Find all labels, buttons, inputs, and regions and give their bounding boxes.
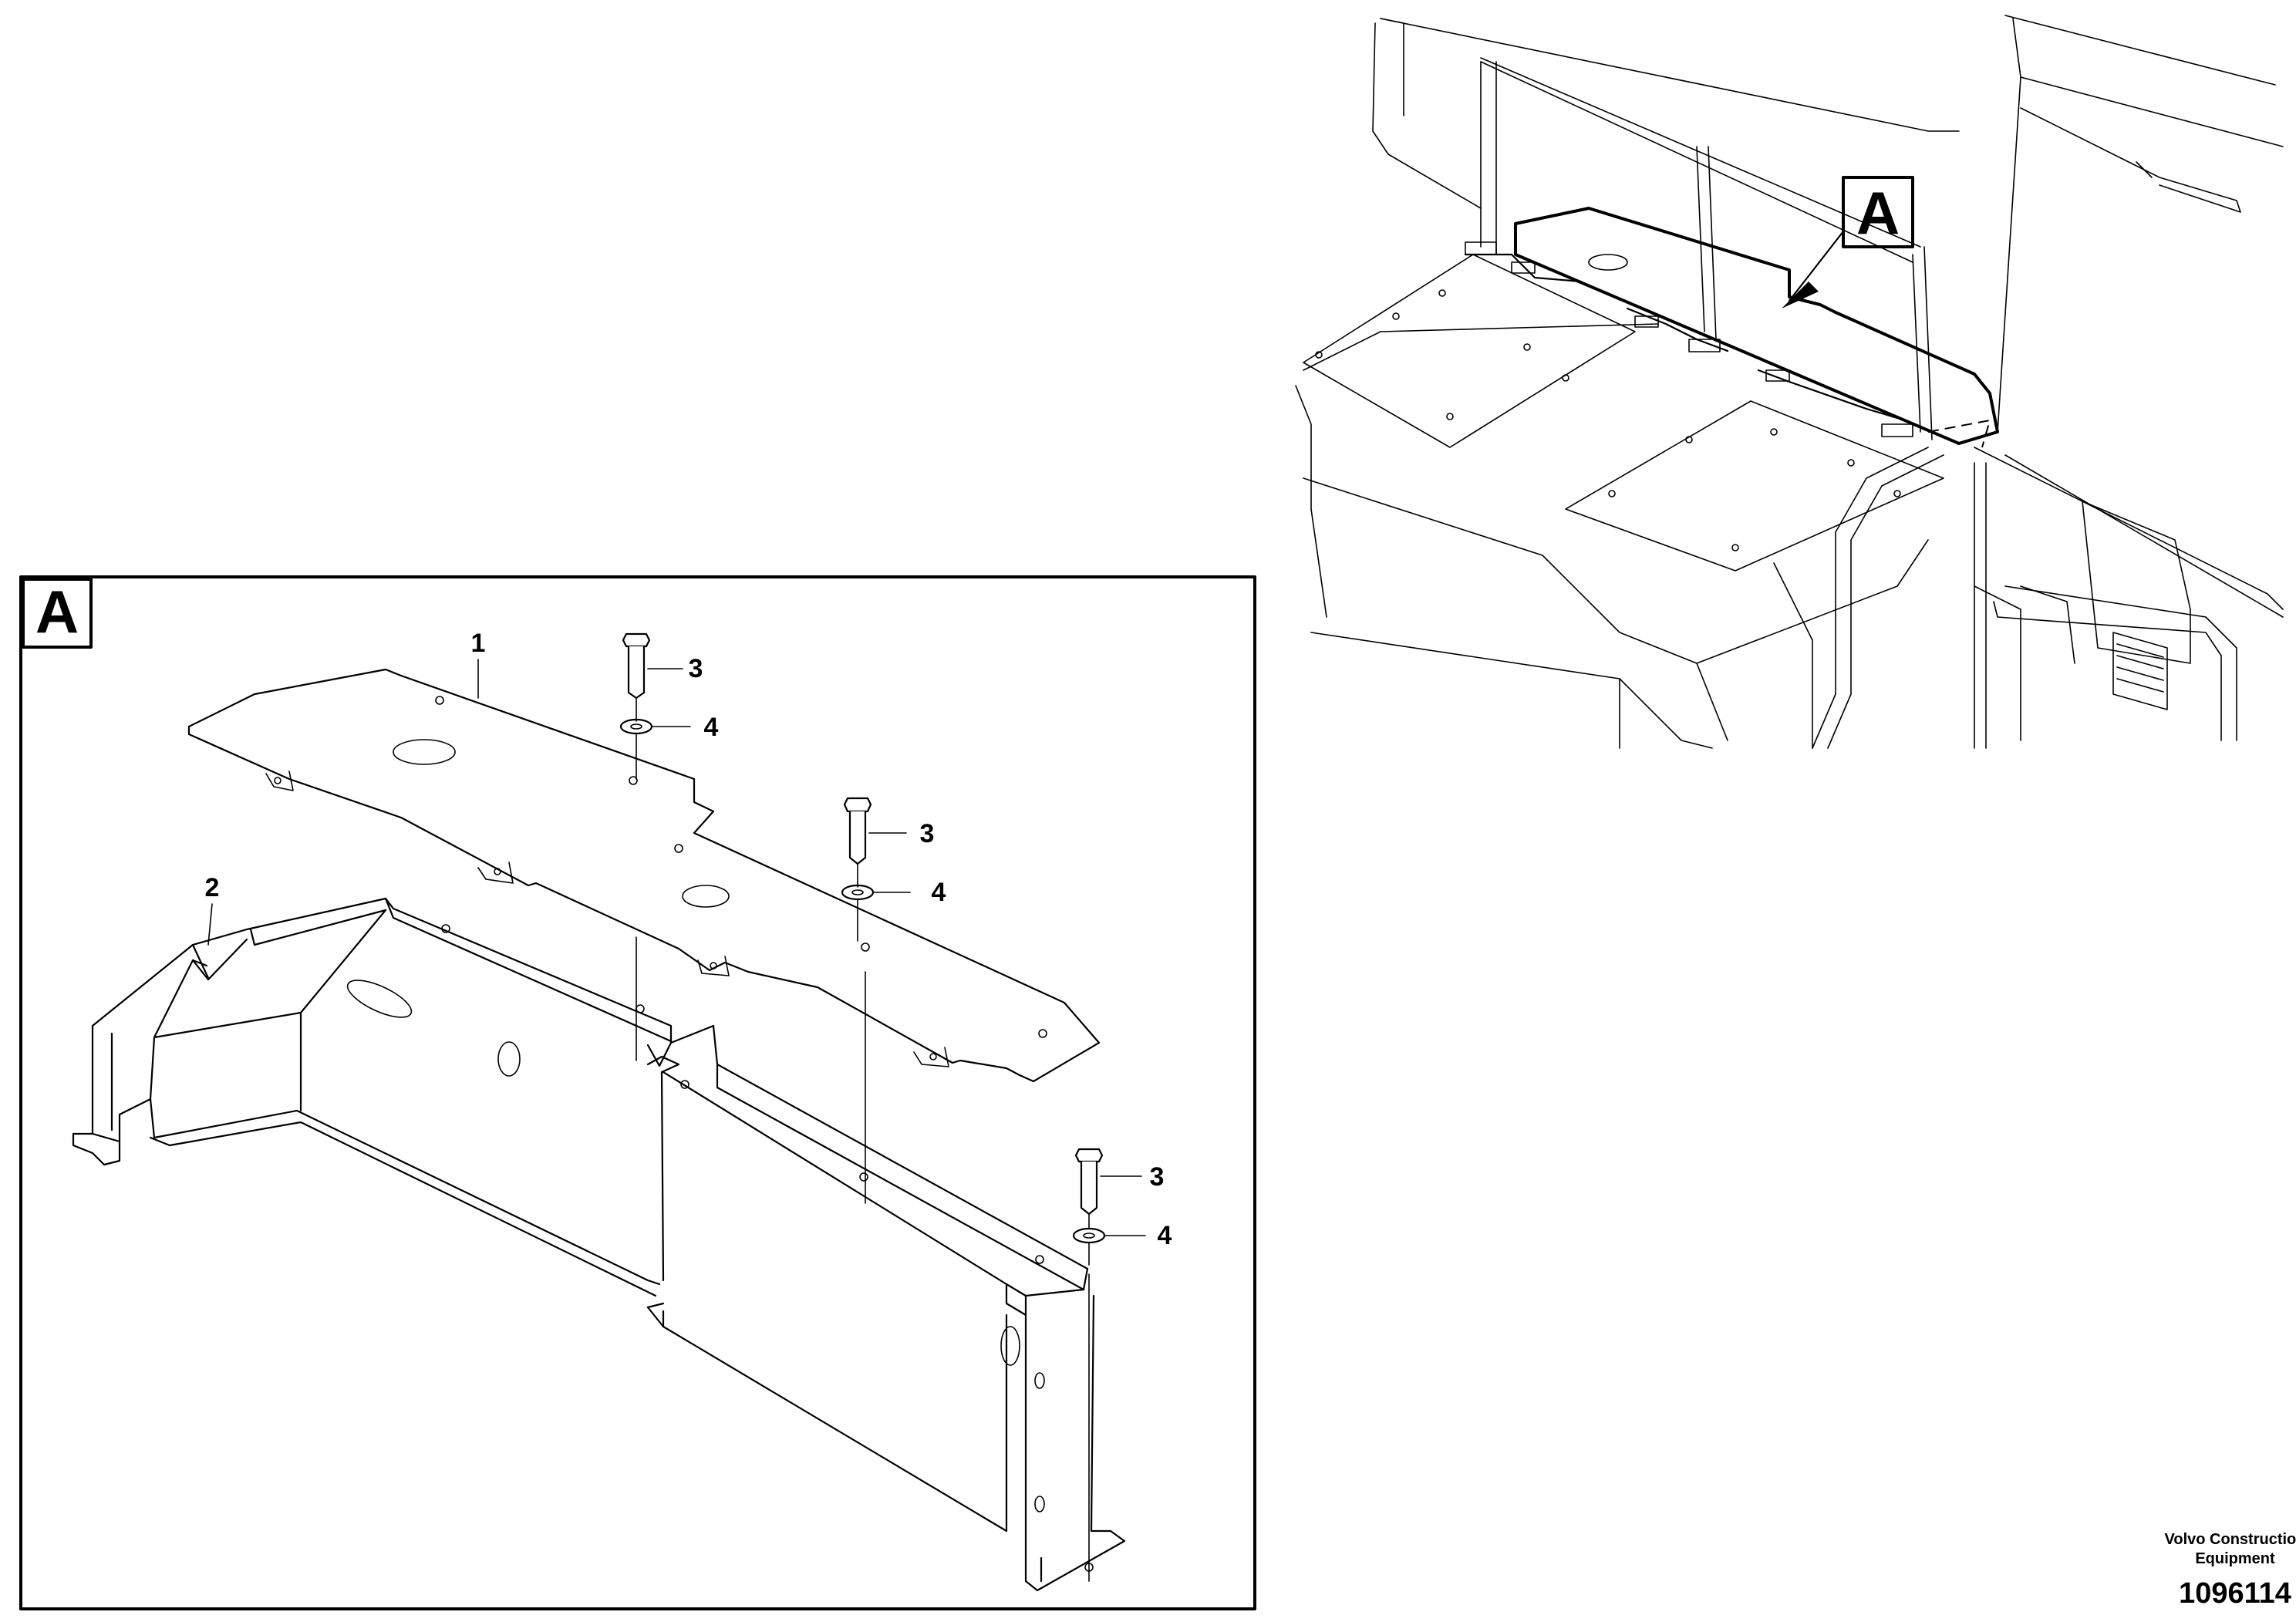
callout-4c: 4 xyxy=(1158,1221,1172,1250)
part-1-cover-plate xyxy=(187,668,1101,1083)
overview-machine-view: A xyxy=(1295,15,2284,749)
access-panel-right xyxy=(1565,400,1944,572)
detail-label-box xyxy=(22,578,93,649)
callout-3a: 3 xyxy=(689,654,703,683)
wiper xyxy=(2020,107,2241,213)
grille xyxy=(2112,632,2168,710)
bolt-3c xyxy=(1074,1148,1104,1216)
brand-line-2: Equipment xyxy=(2195,1550,2275,1567)
callout-4b: 4 xyxy=(932,878,946,907)
footer: Volvo Construction Equipment 1096114 xyxy=(2165,1531,2296,1610)
leader-arrowhead xyxy=(1782,282,1819,309)
part-2-guard-channel xyxy=(72,897,1126,1592)
view-marker-a-letter: A xyxy=(1856,179,1900,247)
bolt-3b xyxy=(843,797,872,865)
callout-3c: 3 xyxy=(1150,1162,1165,1192)
access-panel-left xyxy=(1303,254,1636,448)
brand-line-1: Volvo Construction xyxy=(2165,1531,2296,1548)
detail-view: A xyxy=(19,575,1256,1610)
callout-4a: 4 xyxy=(704,713,719,742)
bolt-3a xyxy=(622,632,651,700)
leader-2 xyxy=(207,903,213,946)
drawing-number: 1096114 xyxy=(2179,1577,2291,1610)
callout-2: 2 xyxy=(205,873,220,902)
view-marker-a: A xyxy=(1782,176,1914,309)
detail-frame xyxy=(19,575,1256,1610)
callout-3b: 3 xyxy=(920,819,935,848)
callout-1: 1 xyxy=(471,629,486,658)
highlighted-guard-plate xyxy=(1464,207,1999,448)
detail-view-letter: A xyxy=(35,578,79,646)
washer-4c xyxy=(1072,1227,1106,1244)
